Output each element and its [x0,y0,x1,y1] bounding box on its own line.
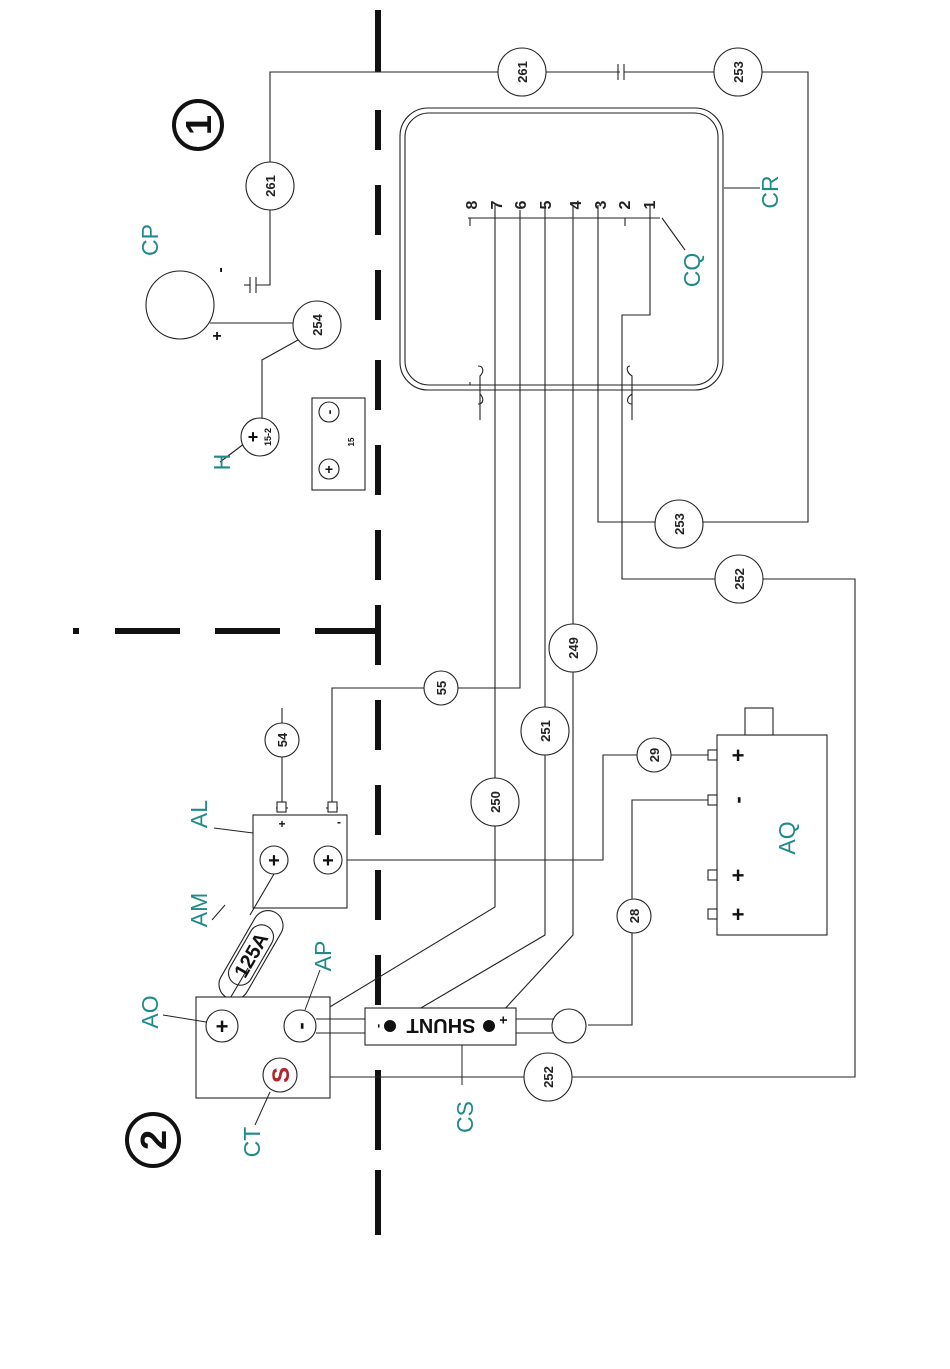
label-aq: AQ [774,821,800,854]
label-cp: CP [137,224,163,256]
h-plus: + [248,427,259,447]
shunt-minus: - [370,1024,385,1028]
connector-pin: 7 [489,200,506,209]
label-am: AM [186,893,212,928]
label-cr: CR [757,175,783,208]
al-plus-small: + [278,817,285,831]
svg-text:254: 254 [310,313,325,335]
shunt-plus: + [495,1016,511,1024]
aq-component: + - + + [708,708,827,935]
wire-tag-55: 55 [424,671,458,705]
al-plus-terminal: + [268,850,280,872]
label-cs: CS [452,1101,478,1133]
cp-plus: + [212,328,221,345]
svg-text:55: 55 [434,681,449,695]
wire-tag-29: 29 [637,738,671,772]
zone-2-number: 2 [133,1130,174,1150]
al-minus-small: - [337,815,341,829]
svg-text:261: 261 [515,61,530,83]
label-ct: CT [239,1127,265,1158]
relay-plus: + [325,461,333,477]
connector-pin: 8 [464,200,481,209]
wire-tag-254: 254 [293,301,341,349]
wire-tag-252-right: 252 [715,555,763,603]
al-component: + - + + [214,802,347,908]
h-component: + 15-2 [241,418,279,456]
svg-text:249: 249 [566,637,581,659]
connector-pin: 3 [593,200,610,209]
cr-harness-frame [400,108,760,420]
al-plus-terminal-2: + [322,850,334,872]
label-ap: AP [310,941,336,972]
cp-component: - + [146,267,229,345]
svg-text:261: 261 [263,175,278,197]
svg-text:29: 29 [647,748,662,762]
relay-rating: 15 [347,437,356,446]
connector-pin: 5 [538,200,555,209]
zone-marker-1: 1 [174,101,222,149]
zone-marker-2: 2 [127,1114,179,1166]
svg-text:251: 251 [538,720,553,742]
label-al: AL [186,800,212,828]
aq-plus-2: + [732,863,745,888]
connector-pin: 4 [568,200,585,209]
shunt-label: SHUNT [407,1014,476,1036]
wire-tag-250: 250 [471,778,519,826]
ao-ap-block: + - S [196,997,330,1098]
wire-tag-253-right: 253 [655,500,703,548]
relay-minus: - [321,409,337,414]
wire-tag-261-top: 261 [498,48,546,96]
label-cq: CQ [679,253,705,288]
aq-plus-3: + [732,902,745,927]
svg-text:54: 54 [275,732,290,747]
wire-tag-54: 54 [265,723,299,757]
connector-pins: 8 7 6 5 4 3 2 1 [464,200,659,209]
label-h: H [209,454,235,471]
ct-sensor-symbol: S [268,1067,295,1083]
svg-text:252: 252 [732,568,747,590]
cp-minus: - [212,267,229,272]
connector-pin: 1 [642,200,659,209]
relay-block: - + 15 [312,398,365,490]
ao-plus-terminal: + [216,1014,229,1039]
wire-tag-249: 249 [549,624,597,672]
svg-text:252: 252 [541,1066,556,1088]
wire-tag-252-bottom: 252 [524,1053,572,1101]
label-ao: AO [137,995,163,1028]
zone-1-number: 1 [178,115,219,135]
h-rating: 15-2 [263,428,273,446]
svg-text:253: 253 [731,61,746,83]
svg-text:250: 250 [488,791,503,813]
connector-pin: 6 [513,200,530,209]
shunt-component: SHUNT - + [316,1008,586,1045]
wire-tag-253-top: 253 [714,48,762,96]
ap-minus-terminal: - [288,1022,313,1029]
svg-text:28: 28 [627,909,642,923]
wire-tag-261-left: 261 [246,162,294,210]
connector-pin: 2 [617,200,634,209]
svg-text:253: 253 [672,513,687,535]
wire-tag-28: 28 [617,899,651,933]
aq-minus: - [725,796,750,803]
wire-tag-251: 251 [521,707,569,755]
aq-plus-1: + [732,743,745,768]
